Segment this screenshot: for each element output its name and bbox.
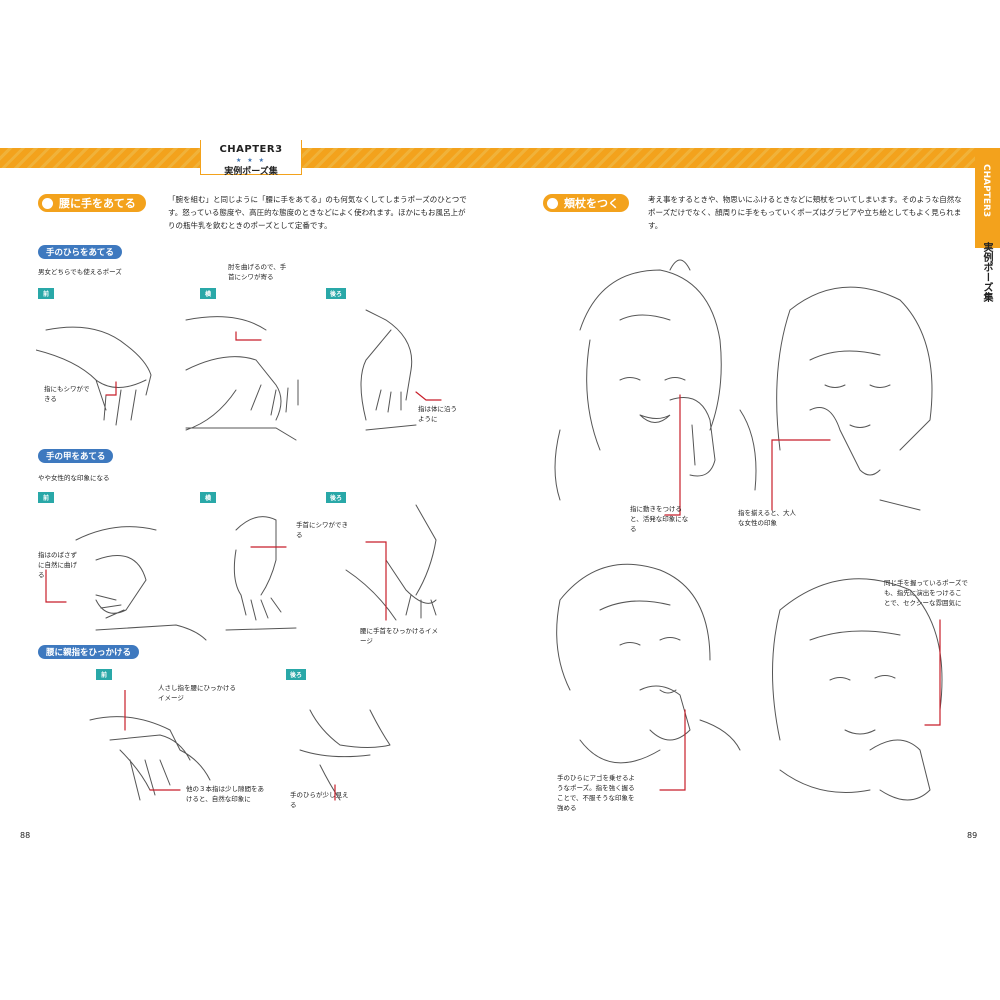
header-stripe-left bbox=[0, 148, 200, 168]
sub-title-1: 手のひらをあてる bbox=[38, 245, 122, 259]
chapter-title: CHAPTER3 bbox=[219, 144, 283, 155]
caption-wrist-hook: 腰に手首をひっかけるイメージ bbox=[360, 627, 438, 645]
chapter-label: CHAPTER3 ★ ★ ★ 実例ポーズ集 bbox=[200, 140, 302, 177]
sub-title-2: 手の甲をあてる bbox=[38, 449, 114, 463]
caption-fingers-along: 指は体に沿うように bbox=[418, 405, 457, 423]
hand-drawing-2 bbox=[45, 504, 437, 641]
right-description: 考え事をするときや、物思いにふけるときなどに頬杖をついてしまいます。そのような自… bbox=[648, 195, 962, 230]
section-title-right: 頬杖をつく bbox=[543, 194, 629, 212]
caption-fingers-bend: 指はのばさずに自然に曲げる bbox=[38, 551, 77, 579]
caption-palm-visible: 手のひらが少し見える bbox=[290, 791, 349, 809]
caption-sexy-mood: 同じ手を握っているポーズでも、指先に演出をつけることで、セクシーな雰囲気に bbox=[884, 579, 968, 607]
hand-drawing-1 bbox=[36, 309, 442, 441]
header-stripe-right bbox=[300, 148, 976, 168]
section-title-right-text: 頬杖をつく bbox=[564, 197, 619, 210]
tag-back-2: 後ろ bbox=[326, 492, 346, 503]
caption-active-fingers: 指に動きをつけると、活発な印象になる bbox=[630, 505, 689, 533]
side-chapter-tab: CHAPTER3 bbox=[975, 148, 1000, 248]
tag-back-1: 後ろ bbox=[326, 288, 346, 299]
chapter-subtitle: 実例ポーズ集 bbox=[224, 167, 278, 177]
page-number-left: 88 bbox=[20, 831, 31, 840]
page-number-right: 89 bbox=[967, 831, 978, 840]
caption-wrist-wrinkle: 肘を曲げるので、手首にシワが寄る bbox=[228, 263, 287, 281]
caption-adult-woman: 指を揃えると、大人な女性の印象 bbox=[738, 509, 797, 527]
left-description: 「腕を組む」と同じように「腰に手をあてる」のも何気なくしてしまうポーズのひとつで… bbox=[168, 195, 467, 230]
hand-drawing-3 bbox=[89, 690, 391, 801]
sub-title-3: 腰に親指をひっかける bbox=[38, 645, 140, 659]
caption-wrist-wrinkle-2: 手首にシワができる bbox=[296, 521, 348, 539]
portrait-drawings bbox=[554, 259, 943, 801]
tag-back-3: 後ろ bbox=[286, 669, 306, 680]
tag-side-1: 横 bbox=[200, 288, 216, 299]
bullet-icon bbox=[547, 197, 558, 209]
chapter-stars: ★ ★ ★ bbox=[236, 157, 266, 164]
tag-front-3: 前 bbox=[96, 669, 112, 680]
section-title-left: 腰に手をあてる bbox=[38, 194, 146, 212]
sub-note-2: やや女性的な印象になる bbox=[38, 474, 110, 482]
caption-three-fingers: 他の３本指は少し隙間をあけると、自然な印象に bbox=[186, 785, 264, 803]
tag-side-2: 横 bbox=[200, 492, 216, 503]
side-chapter-label: CHAPTER3 bbox=[981, 164, 991, 218]
caption-chin-palm: 手のひらにアゴを乗せるようなポーズ。指を強く握ることで、不服そうな印象を強める bbox=[557, 774, 635, 812]
caption-index-hook: 人さし指を腰にひっかけるイメージ bbox=[158, 684, 236, 702]
side-subtitle: 実例ポーズ集 bbox=[981, 242, 992, 302]
section-title-left-text: 腰に手をあてる bbox=[59, 197, 136, 210]
caption-finger-wrinkle: 指にもシワができる bbox=[44, 385, 90, 403]
bullet-icon bbox=[42, 197, 53, 209]
sub-note-1: 男女どちらでも使えるポーズ bbox=[38, 268, 122, 276]
tag-front-2: 前 bbox=[38, 492, 54, 503]
tag-front-1: 前 bbox=[38, 288, 54, 299]
